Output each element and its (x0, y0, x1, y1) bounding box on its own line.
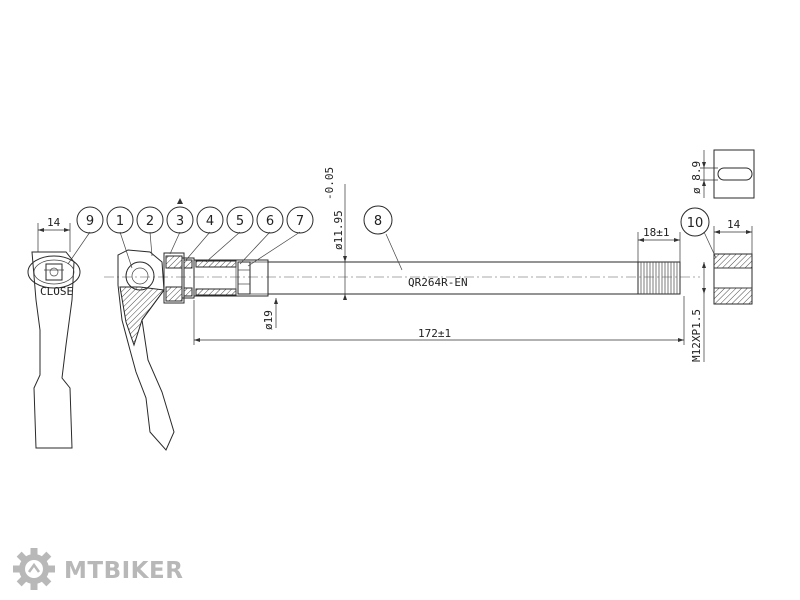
svg-text:8: 8 (374, 214, 382, 229)
balloon-5: 5 (226, 206, 254, 234)
thread-marks (640, 262, 678, 294)
mtbiker-logo: MTBIKER (13, 548, 183, 590)
svg-text:4: 4 (206, 214, 214, 229)
balloon-7: 7 (286, 206, 314, 234)
close-label: CLOSE (40, 285, 73, 298)
axle-length-dim: 172±1 (418, 327, 451, 340)
svg-text:3: 3 (176, 214, 184, 229)
part-code: QR264R-EN (408, 276, 468, 289)
svg-text:9: 9 (86, 214, 94, 229)
balloon-2: 2 (136, 206, 164, 234)
balloon-1: 1 (106, 206, 134, 234)
thread-length-dim: 18±1 (643, 226, 670, 239)
nut-section: 14 (713, 218, 753, 305)
svg-text:7: 7 (296, 214, 304, 229)
svg-text:5: 5 (236, 214, 244, 229)
balloon-callouts: 9 1 2 3 4 5 6 7 (67, 198, 717, 271)
lever-width-dim: 14 (47, 216, 61, 229)
balloon-4: 4 (196, 206, 224, 234)
balloon-8: 8 (363, 205, 393, 235)
svg-text:6: 6 (266, 214, 274, 229)
balloon-6: 6 (256, 206, 284, 234)
svg-text:2: 2 (146, 214, 154, 229)
balloon-10: 10 (680, 207, 710, 237)
nut-width-dim: 14 (727, 218, 741, 231)
gear-icon (13, 548, 55, 590)
balloon-9: 9 (76, 206, 104, 234)
svg-text:10: 10 (687, 216, 704, 231)
lever-side-view: CLOSE 14 (27, 216, 81, 449)
triangle-mark-icon (177, 198, 183, 204)
nut-hole-dim: ø 8.9 (690, 161, 703, 194)
head-diameter-dim: ø19 (262, 310, 275, 330)
axle-assembly: QR264R-EN 18±1 172±1 ø19 (104, 167, 706, 451)
thread-spec-dim: M12XP1.5 (690, 309, 703, 362)
axle-tolerance: -0.05 (323, 167, 336, 200)
balloon-3: 3 (166, 206, 194, 234)
axle-diameter-dim: ø11.95 (332, 210, 345, 250)
svg-text:1: 1 (116, 214, 124, 229)
nut-end-view: ø 8.9 (690, 149, 755, 199)
logo-text: MTBIKER (64, 558, 183, 584)
